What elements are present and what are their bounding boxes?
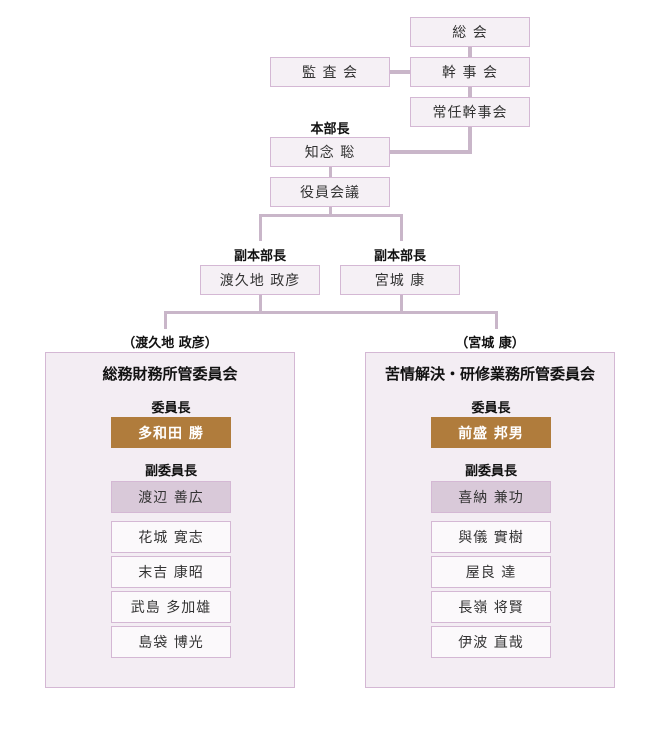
executive-board-box: 幹 事 会 <box>410 57 530 87</box>
connector <box>400 214 403 241</box>
committee-title: 苦情解決・研修業務所管委員会 <box>384 365 595 383</box>
connector <box>259 214 262 241</box>
connector <box>400 295 403 313</box>
chair-box: 前盛 邦男 <box>431 417 551 448</box>
committee-panel-complaints-training: 苦情解決・研修業務所管委員会 委員長 前盛 邦男 副委員長 喜納 兼功 與儀 實… <box>365 352 615 688</box>
chair-box: 多和田 勝 <box>111 417 231 448</box>
vice-chair-box: 渡辺 善広 <box>111 481 231 513</box>
member-box: 島袋 博光 <box>111 626 231 658</box>
connector <box>390 150 472 154</box>
connector <box>468 47 472 127</box>
connector <box>329 167 332 177</box>
connector <box>495 311 498 329</box>
connector <box>390 70 410 74</box>
committee-panel-general-affairs: 総務財務所管委員会 委員長 多和田 勝 副委員長 渡辺 善広 花城 寛志 末吉 … <box>45 352 295 688</box>
committee-title: 総務財務所管委員会 <box>102 365 238 383</box>
connector <box>329 207 332 217</box>
chair-label: 委員長 <box>151 401 191 416</box>
vice-chair-label: 副委員長 <box>144 464 197 479</box>
hq-name-box: 知念 聡 <box>270 137 390 167</box>
general-assembly-box: 総 会 <box>410 17 530 47</box>
connector <box>468 127 472 154</box>
deputy-label: 副本部長 <box>233 249 286 264</box>
standing-board-box: 常任幹事会 <box>410 97 530 127</box>
member-box: 末吉 康昭 <box>111 556 231 588</box>
vice-chair-box: 喜納 兼功 <box>431 481 551 513</box>
vice-chair-label: 副委員長 <box>464 464 517 479</box>
officers-meeting-box: 役員会議 <box>270 177 390 207</box>
audit-board-box: 監 査 会 <box>270 57 390 87</box>
connector <box>259 295 262 313</box>
chair-label: 委員長 <box>471 401 511 416</box>
deputy-name-box: 宮城 康 <box>340 265 460 295</box>
committee-supervisor: （宮城 康） <box>455 336 525 351</box>
connector <box>164 311 498 314</box>
deputy-name-box: 渡久地 政彦 <box>200 265 320 295</box>
member-box: 屋良 達 <box>431 556 551 588</box>
committee-supervisor: （渡久地 政彦） <box>122 336 218 351</box>
member-box: 伊波 直哉 <box>431 626 551 658</box>
member-box: 武島 多加雄 <box>111 591 231 623</box>
member-box: 花城 寛志 <box>111 521 231 553</box>
connector <box>259 214 403 217</box>
connector <box>164 311 167 329</box>
hq-label: 本部長 <box>310 122 350 137</box>
member-box: 與儀 實樹 <box>431 521 551 553</box>
member-box: 長嶺 将賢 <box>431 591 551 623</box>
deputy-label: 副本部長 <box>373 249 426 264</box>
